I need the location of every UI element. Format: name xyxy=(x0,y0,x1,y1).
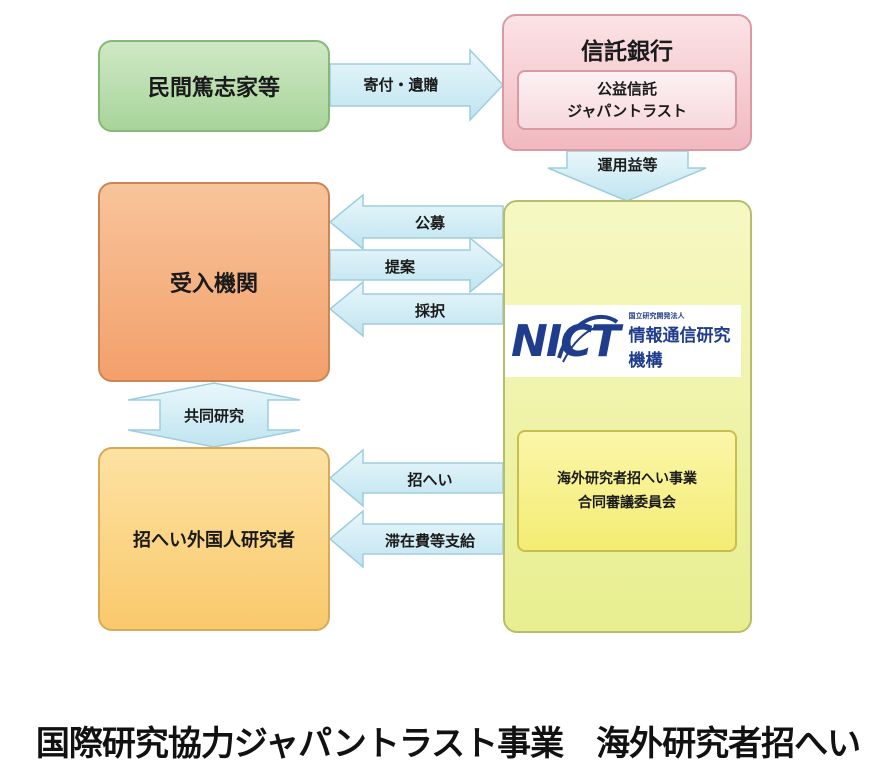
arrow-public-call xyxy=(328,193,504,251)
receiving-institution-box: 受入機関 xyxy=(98,182,330,382)
edge-joint-research-label: 共同研究 xyxy=(183,407,244,425)
arrow-donation xyxy=(329,48,505,122)
edge-proposal-label: 提案 xyxy=(384,258,415,276)
nict-swoosh-icon xyxy=(557,314,619,362)
arrow-stay-expenses xyxy=(328,509,504,569)
arrow-proposal xyxy=(329,236,505,294)
arrow-invitation xyxy=(328,448,504,508)
nict-logo-mark: NICT xyxy=(511,314,620,367)
nict-logo-name: 情報通信研究機構 xyxy=(628,326,731,371)
committee-line1: 海外研究者招へい事業 xyxy=(557,471,697,487)
arrow-adoption xyxy=(328,280,504,338)
invited-researcher-label: 招へい外国人研究者 xyxy=(133,530,295,551)
committee-box: 海外研究者招へい事業 合同審議委員会 xyxy=(517,430,737,552)
nict-box xyxy=(503,200,752,633)
edge-proceeds-label: 運用益等 xyxy=(597,156,658,174)
nict-logo-small-text: 国立研究開発法人 xyxy=(628,312,685,320)
public-trust-box: 公益信託 ジャパントラスト xyxy=(517,70,737,130)
donors-box: 民間篤志家等 xyxy=(98,40,330,132)
edge-donation-label: 寄付・遺贈 xyxy=(363,76,439,94)
edge-adoption-label: 採択 xyxy=(414,302,445,320)
receiving-institution-label: 受入機関 xyxy=(169,272,258,297)
arrow-proceeds xyxy=(547,150,707,202)
public-trust-line1: 公益信託 xyxy=(596,80,657,98)
committee-line2: 合同審議委員会 xyxy=(578,495,676,511)
donors-label: 民間篤志家等 xyxy=(147,76,280,101)
edge-invitation-label: 招へい xyxy=(407,471,453,489)
edge-stay-expenses-label: 滞在費等支給 xyxy=(384,532,475,550)
trust-bank-label: 信託銀行 xyxy=(581,39,673,65)
page-title: 国際研究協力ジャパントラスト事業 海外研究者招へい xyxy=(35,724,861,764)
invited-researcher-box: 招へい外国人研究者 xyxy=(98,447,330,631)
public-trust-line2: ジャパントラスト xyxy=(567,102,687,120)
nict-logo: NICT 国立研究開発法人 情報通信研究機構 xyxy=(505,305,741,377)
edge-public-call-label: 公募 xyxy=(414,214,445,232)
